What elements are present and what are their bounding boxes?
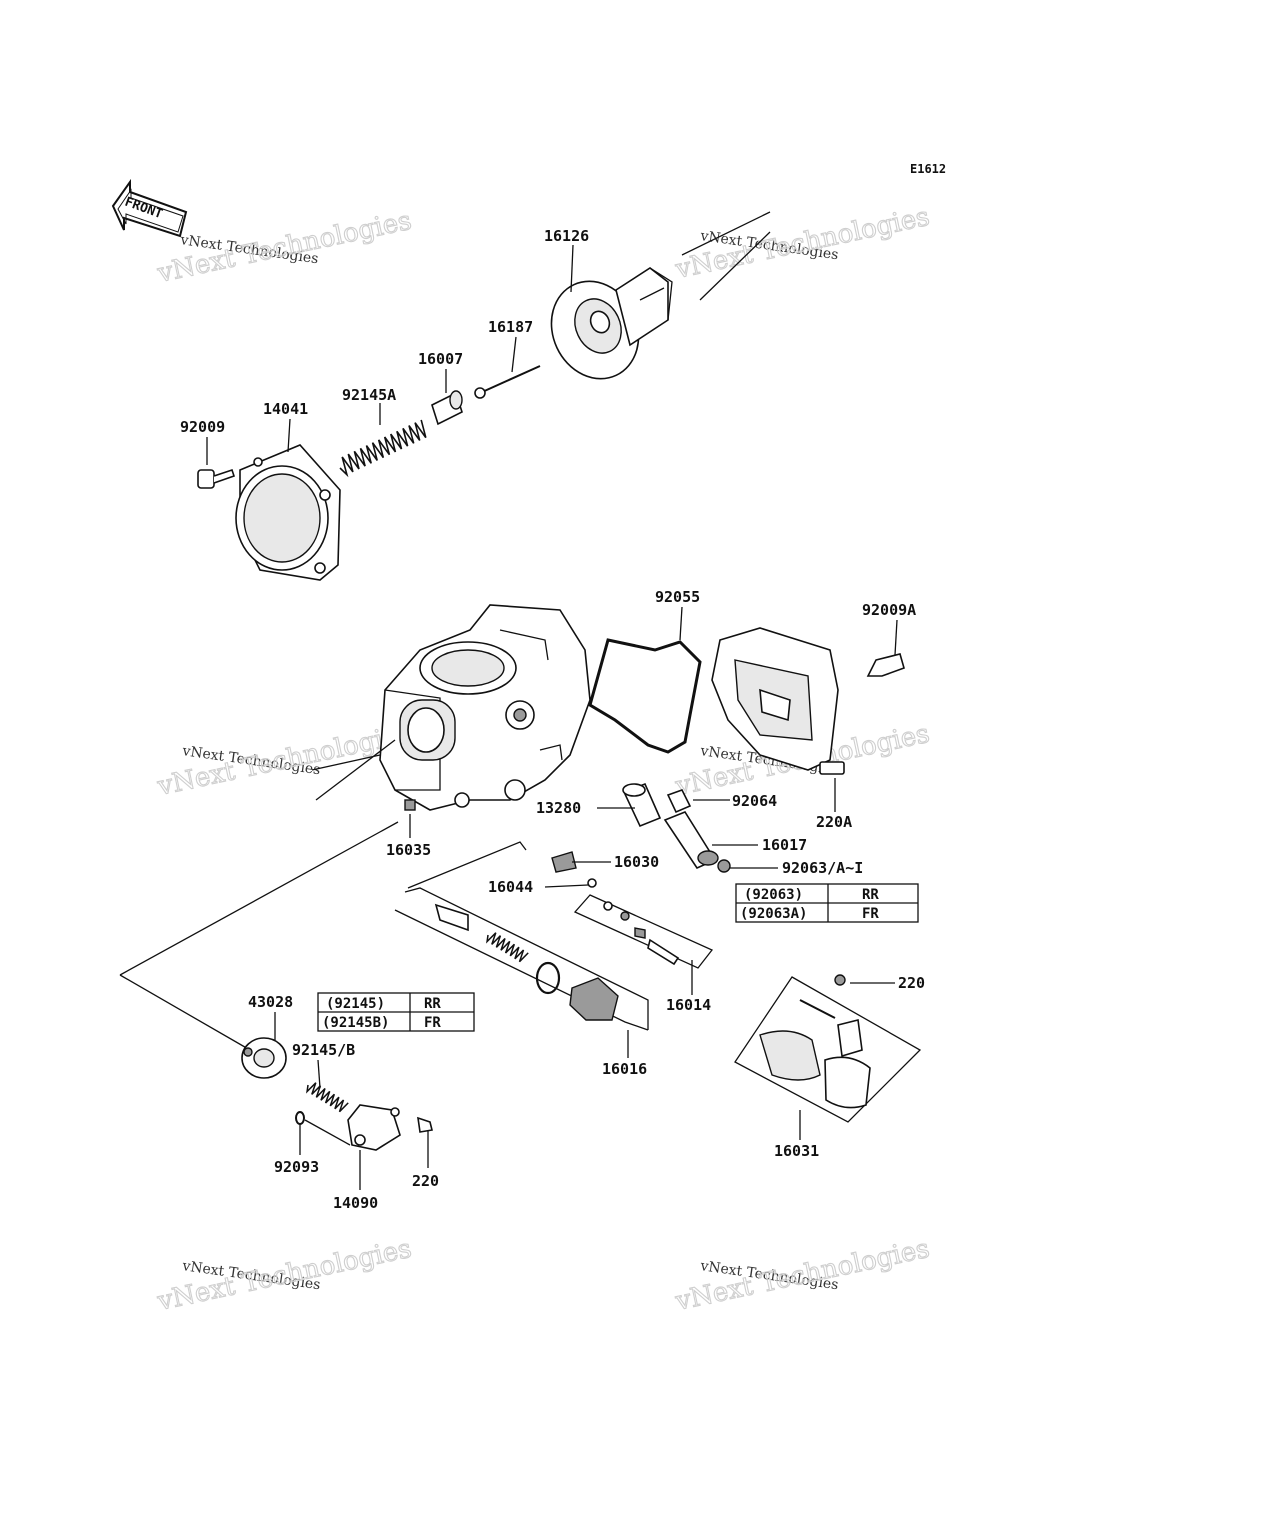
- carburetor-body: [311, 604, 591, 811]
- table-92063-row1-part: (92063): [744, 887, 803, 903]
- part-16187-jet-needle: [474, 365, 541, 399]
- watermark-bottom-left: vNext Technologies vNext Technologies: [154, 1233, 415, 1317]
- label-220A: 220A: [816, 813, 852, 831]
- part-16044-pin: [587, 878, 597, 888]
- label-16007: 16007: [418, 350, 463, 368]
- label-14090: 14090: [333, 1194, 378, 1212]
- label-16014: 16014: [666, 996, 711, 1014]
- part-92145A-spring: [339, 419, 427, 478]
- diagram-code: E1612: [910, 162, 946, 176]
- accelerator-pump-assembly: [119, 821, 433, 1151]
- label-13280: 13280: [536, 799, 581, 817]
- label-220-right: 220: [898, 974, 925, 992]
- table-92145-row1-side: RR: [424, 996, 441, 1012]
- part-16030-pilot-screw: [551, 851, 577, 873]
- label-16016: 16016: [602, 1060, 647, 1078]
- watermark-top-right: vNext Technologies vNext Technologies: [672, 201, 933, 285]
- label-92093: 92093: [274, 1158, 319, 1176]
- label-92009: 92009: [180, 418, 225, 436]
- label-92063AI: 92063/A~I: [782, 859, 863, 877]
- part-16126-vacuum-piston: [550, 211, 771, 380]
- label-43028: 43028: [248, 993, 293, 1011]
- part-16007-needle-holder: [431, 390, 463, 426]
- table-92145: (92145) RR (92145B) FR: [317, 992, 475, 1032]
- label-16031: 16031: [774, 1142, 819, 1160]
- part-92055-gasket: [588, 638, 702, 754]
- table-92063-row2-part: (92063A): [740, 906, 807, 922]
- label-16187: 16187: [488, 318, 533, 336]
- front-arrow-icon: FRONT: [111, 178, 188, 238]
- label-14041: 14041: [263, 400, 308, 418]
- label-16126: 16126: [544, 227, 589, 245]
- table-92145-row2-part: (92145B): [322, 1015, 389, 1031]
- label-16030: 16030: [614, 853, 659, 871]
- part-92063-main-jet: [717, 859, 731, 873]
- label-92145B: 92145/B: [292, 1041, 355, 1059]
- label-92064: 92064: [732, 792, 777, 810]
- watermark-bottom-right: vNext Technologies vNext Technologies: [672, 1233, 933, 1317]
- label-92055: 92055: [655, 588, 700, 606]
- watermark-top-left: vNext Technologies vNext Technologies: [154, 205, 415, 289]
- part-92064-jet: [666, 789, 692, 814]
- label-16017: 16017: [762, 836, 807, 854]
- part-13280-needle-jet: [622, 782, 662, 828]
- float-bowl: [711, 627, 839, 771]
- watermark-mid-left: vNext Technologies vNext Technologies: [154, 718, 415, 802]
- table-92063-row2-side: FR: [862, 906, 879, 922]
- label-16044: 16044: [488, 878, 533, 896]
- part-92009-screw: [197, 468, 236, 489]
- table-92063: (92063) RR (92063A) FR: [735, 883, 919, 923]
- part-220A-screw: [819, 761, 845, 775]
- label-92009A: 92009A: [862, 601, 916, 619]
- leader-lines: [206, 244, 898, 1190]
- table-92063-row1-side: RR: [862, 887, 879, 903]
- part-16035-pilot-jet: [404, 799, 416, 811]
- part-14041-top-cover: [235, 444, 341, 581]
- part-labels: 16126 16187 16007 92145A 14041 92009 920…: [180, 227, 925, 1212]
- label-16035: 16035: [386, 841, 431, 859]
- table-92145-row1-part: (92145): [326, 996, 385, 1012]
- label-92145A: 92145A: [342, 386, 396, 404]
- part-16014-float-valve-set: [573, 894, 714, 969]
- part-92009A-drain-screw: [866, 653, 905, 677]
- table-92145-row2-side: FR: [424, 1015, 441, 1031]
- part-16017-jet-holder: [663, 811, 719, 870]
- label-220-bottom: 220: [412, 1172, 439, 1190]
- part-16016-starter-valve-set: [394, 841, 649, 1031]
- part-16031-float: [734, 974, 922, 1123]
